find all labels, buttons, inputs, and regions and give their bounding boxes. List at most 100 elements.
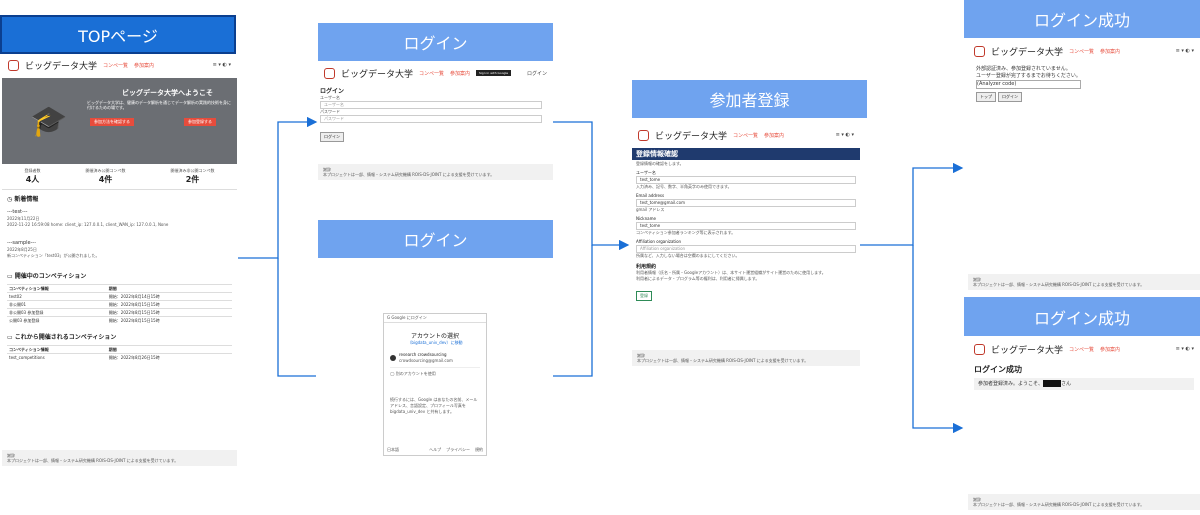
banner-success-1: ログイン成功 xyxy=(964,0,1200,38)
site-footer: 謝辞本プロジェクトは一部、情報・システム研究機構 ROIS-DS-JOINT に… xyxy=(968,494,1200,510)
language-select[interactable]: 日本語 xyxy=(387,447,399,452)
analyzer-code: (Analyzer code) xyxy=(976,80,1081,89)
nav-guide[interactable]: 参加案内 xyxy=(1100,48,1121,55)
google-notice: 続行するには、Google はあなたの名前、メールアドレス、言語設定、プロフィー… xyxy=(390,397,478,414)
news-item-title: ---sample--- xyxy=(7,240,37,246)
brand-name[interactable]: ビッグデータ大学 xyxy=(991,47,1064,58)
other-account-option[interactable]: ◯ 別のアカウントを使用 xyxy=(390,371,436,376)
brand-name[interactable]: ビッグデータ大学 xyxy=(341,69,414,80)
site-header: ビッグデータ大学 コンペ一覧 参加案内 Sign in with Google … xyxy=(318,64,553,82)
news-item-body: 新コンペティション「test03」が公開されました。 xyxy=(7,253,100,258)
register-intro: 登録情報の確認をします。 xyxy=(636,161,684,166)
nav-competitions[interactable]: コンペ一覧 xyxy=(103,62,129,69)
arrow-top-to-login2 xyxy=(277,258,316,377)
nav-competitions[interactable]: コンペ一覧 xyxy=(1069,346,1095,353)
register-submit-button[interactable]: 登録 xyxy=(636,291,652,301)
brand-name[interactable]: ビッグデータ大学 xyxy=(655,131,728,142)
banner-login-2: ログイン xyxy=(318,220,553,258)
nav-guide[interactable]: 参加案内 xyxy=(1100,346,1121,353)
login-link[interactable]: ログイン xyxy=(526,70,547,77)
hero-register-button[interactable]: 参加登録する xyxy=(184,118,216,126)
terms-item: 利用者によるデータ・プログラム等の権利は、利用者に帰属します。 xyxy=(636,276,760,281)
login-title: ログイン xyxy=(320,88,345,95)
brand-name[interactable]: ビッグデータ大学 xyxy=(25,61,98,72)
password-label: パスワード xyxy=(320,109,340,114)
menu-icon[interactable]: ≡ ▾ ◐ ▾ xyxy=(1175,346,1194,352)
login-submit-button[interactable]: ログイン xyxy=(320,132,344,142)
login-button[interactable]: ログイン xyxy=(998,92,1022,102)
success-screenshot-1: ビッグデータ大学 コンペ一覧 参加案内 ≡ ▾ ◐ ▾ 外部認証済み、参加登録さ… xyxy=(968,42,1200,290)
nickname-label: Nickname xyxy=(636,216,656,221)
password-input[interactable]: パスワード xyxy=(320,115,542,123)
hero-guide-button[interactable]: 参加方法を確認する xyxy=(90,118,134,126)
google-signin-button[interactable]: Sign in with Google xyxy=(476,70,512,76)
nav-competitions[interactable]: コンペ一覧 xyxy=(419,70,445,77)
menu-icon[interactable]: ≡ ▾ ◐ ▾ xyxy=(212,62,231,68)
site-footer: 謝辞本プロジェクトは一部、情報・システム研究機構 ROIS-DS-JOINT に… xyxy=(2,450,237,466)
register-screenshot: ビッグデータ大学 コンペ一覧 参加案内 ≡ ▾ ◐ ▾ 登録情報確認 登録情報の… xyxy=(632,126,860,366)
email-hint: gmail アドレス xyxy=(636,207,665,212)
privacy-link[interactable]: プライバシー xyxy=(446,447,470,452)
arrow-register-to-success2 xyxy=(912,245,964,434)
google-account-screenshot: G Google にログイン アカウントの選択 （bigdata_univ_de… xyxy=(383,313,487,456)
nickname-hint: コンペティション参加者ランキング等に表示されます。 xyxy=(636,230,736,235)
terms-heading: 利用規約 xyxy=(636,264,657,270)
help-link[interactable]: ヘルプ xyxy=(429,447,442,452)
menu-icon[interactable]: ≡ ▾ ◐ ▾ xyxy=(835,132,854,138)
brand-name[interactable]: ビッグデータ大学 xyxy=(991,345,1064,356)
google-header: G Google にログイン xyxy=(384,314,486,323)
table-row[interactable]: 公開03 参加登録開始：2022年8月15日15時 xyxy=(7,316,232,324)
google-footer: 日本語 ヘルプ プライバシー 規約 xyxy=(387,447,483,453)
google-subtitle: （bigdata_univ_dev）に移動 xyxy=(407,340,463,345)
redacted-name xyxy=(1043,380,1062,387)
news-heading: ◷ 新着情報 xyxy=(7,196,39,203)
avatar xyxy=(390,355,396,361)
news-item-date: 2022年11月22日 xyxy=(7,216,40,221)
top-button[interactable]: トップ xyxy=(976,92,996,102)
top-page-screenshot: ビッグデータ大学 コンペ一覧 参加案内 ≡ ▾ ◐ ▾ 🎓 ビッグデータ大学へよ… xyxy=(2,56,237,466)
affiliation-field[interactable]: Affiliation organization xyxy=(636,245,856,253)
nav-competitions[interactable]: コンペ一覧 xyxy=(733,132,759,139)
status-message: ユーザー登録が完了するまでお待ちください。 xyxy=(976,73,1081,79)
username-input[interactable]: ユーザー名 xyxy=(320,101,542,109)
nav-guide[interactable]: 参加案内 xyxy=(450,70,471,77)
welcome-message: 参加者登録済み。ようこそ、さん xyxy=(974,378,1194,390)
affiliation-label: Affiliation organization xyxy=(636,239,682,244)
site-footer: 謝辞本プロジェクトは一部、情報・システム研究機構 ROIS-DS-JOINT に… xyxy=(318,164,553,180)
banner-success-2: ログイン成功 xyxy=(964,297,1200,336)
site-header: ビッグデータ大学 コンペ一覧 参加案内 ≡ ▾ ◐ ▾ xyxy=(632,126,860,144)
table-row[interactable]: 非公開03 参加登録開始：2022年8月15日15時 xyxy=(7,308,232,317)
banner-top-page: TOPページ xyxy=(0,15,236,54)
menu-icon[interactable]: ≡ ▾ ◐ ▾ xyxy=(1175,48,1194,54)
affiliation-hint: 所属など、入力しない場合は空欄のままにしてください。 xyxy=(636,253,740,258)
upcoming-heading: ▭ これから開催されるコンペティション xyxy=(7,334,117,341)
username-field[interactable]: test_tome xyxy=(636,176,856,184)
hero-text: ビッグデータ大学は、健康のデータ解析を通じてデータ解析の実践的技術を身に付けるた… xyxy=(87,100,231,110)
email-field[interactable]: test_tome@gmail.com xyxy=(636,199,856,207)
success-screenshot-2: ビッグデータ大学 コンペ一覧 参加案内 ≡ ▾ ◐ ▾ ログイン成功 参加者登録… xyxy=(968,340,1200,510)
nav-competitions[interactable]: コンペ一覧 xyxy=(1069,48,1095,55)
site-header: ビッグデータ大学 コンペ一覧 参加案内 ≡ ▾ ◐ ▾ xyxy=(2,56,237,74)
nav-guide[interactable]: 参加案内 xyxy=(134,62,155,69)
site-header: ビッグデータ大学 コンペ一覧 参加案内 ≡ ▾ ◐ ▾ xyxy=(968,42,1200,60)
arrow-register-to-success xyxy=(860,162,964,246)
logo-icon xyxy=(324,67,335,79)
terms-link[interactable]: 規約 xyxy=(475,447,483,452)
email-label: Email address xyxy=(636,193,665,198)
success-title: ログイン成功 xyxy=(974,365,1022,374)
site-footer: 謝辞本プロジェクトは一部、情報・システム研究機構 ROIS-DS-JOINT に… xyxy=(968,274,1200,290)
nav-guide[interactable]: 参加案内 xyxy=(764,132,785,139)
logo-icon xyxy=(974,45,985,57)
arrow-login2-to-register xyxy=(553,245,593,377)
nickname-field[interactable]: test_tome xyxy=(636,222,856,230)
register-title: 登録情報確認 xyxy=(632,148,860,160)
